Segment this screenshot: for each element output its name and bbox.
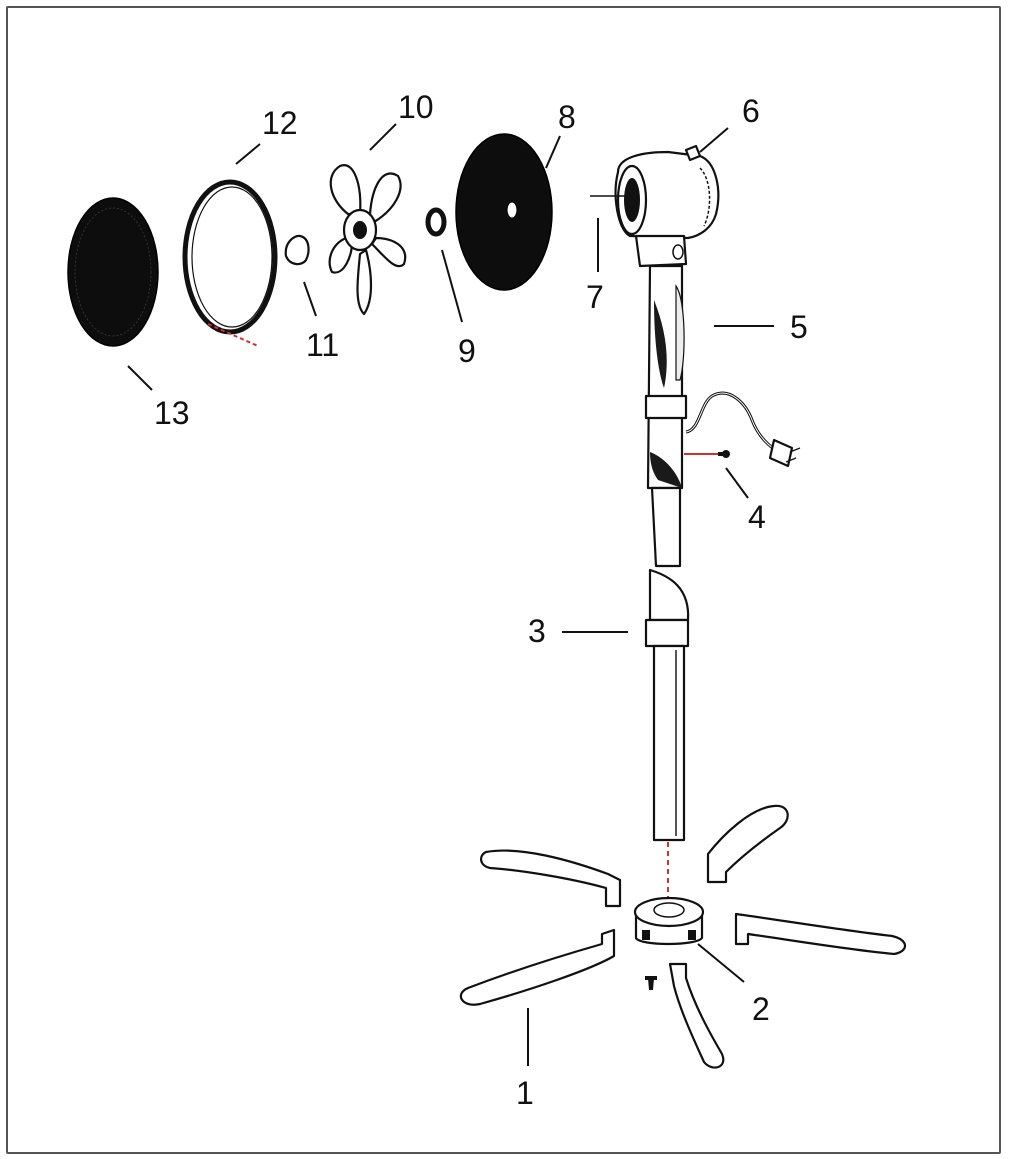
grille-ring — [182, 179, 278, 347]
front-grille — [455, 133, 553, 291]
rear-grille — [67, 197, 159, 347]
leader-13 — [127, 365, 153, 391]
callout-7: 7 — [586, 279, 604, 315]
base-legs — [459, 804, 907, 1069]
leader-10 — [369, 123, 397, 151]
diagram-frame — [6, 6, 1001, 1154]
callout-labels: 13 12 11 10 9 8 7 6 5 4 3 2 1 — [154, 89, 808, 1111]
leader-4 — [725, 467, 749, 499]
callout-6: 6 — [742, 93, 760, 129]
base-hub — [633, 896, 705, 990]
callout-3: 3 — [528, 613, 546, 649]
callout-11: 11 — [306, 327, 339, 363]
callout-10: 10 — [398, 89, 434, 125]
leader-2 — [697, 943, 745, 983]
callout-leaders — [127, 123, 774, 1066]
upper-column — [644, 264, 801, 490]
retaining-nut — [425, 207, 447, 237]
callout-13: 13 — [154, 395, 190, 431]
motor-housing — [590, 144, 720, 268]
lower-column — [644, 486, 690, 898]
callout-5: 5 — [790, 309, 808, 345]
leader-11 — [303, 281, 317, 317]
fan-blade — [328, 164, 407, 316]
leader-8 — [545, 135, 561, 169]
callout-9: 9 — [458, 333, 476, 369]
leader-9 — [441, 249, 463, 323]
leader-6 — [699, 127, 729, 153]
callout-12: 12 — [262, 105, 298, 141]
callout-1: 1 — [516, 1075, 534, 1111]
screw — [684, 450, 730, 458]
callout-8: 8 — [558, 99, 576, 135]
callout-4: 4 — [748, 499, 766, 535]
spinner-cap — [284, 234, 310, 266]
callout-2: 2 — [752, 991, 770, 1027]
leader-12 — [235, 143, 261, 165]
